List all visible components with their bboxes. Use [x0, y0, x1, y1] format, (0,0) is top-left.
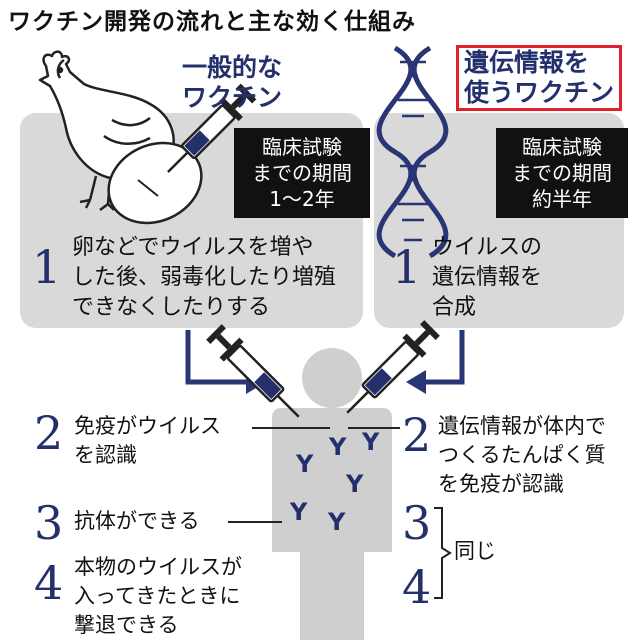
step4-text-left: 本物のウイルスが 入ってきたときに 撃退できる — [74, 555, 242, 637]
trial-period-conventional: 臨床試験 までの期間 1～2年 — [234, 128, 370, 218]
antibody-icon: Y — [328, 433, 347, 461]
flow-arrow-right — [418, 330, 465, 385]
syringe-left-icon — [206, 324, 300, 418]
step1-number-right: 1 — [392, 240, 422, 294]
syringe-egg-icon — [167, 83, 257, 173]
step3-text-left: 抗体ができる — [74, 509, 200, 533]
step1-text-left: 卵などでウイルスを増や した後、弱毒化したり増殖 できなくしたりする — [72, 235, 337, 320]
same-label: 同じ — [454, 539, 496, 563]
step2-number-left: 2 — [34, 406, 64, 460]
genetic-vaccine-title: 遺伝情報を 使うワクチン — [456, 45, 623, 111]
step2-text-right: 遺伝情報が体内で つくるたんぱく質 を免疫が認識 — [438, 414, 606, 496]
step3-number-right: 3 — [402, 496, 432, 550]
step2-text-left: 免疫がウイルス を認識 — [74, 414, 221, 467]
step1-number-left: 1 — [32, 240, 62, 294]
antibody-icon: Y — [327, 508, 346, 536]
antibody-icon: Y — [289, 498, 308, 526]
dna-icon — [376, 45, 449, 259]
trial-period-genetic: 臨床試験 までの期間 約半年 — [496, 128, 628, 218]
step4-number-right: 4 — [402, 560, 432, 614]
arrow-head-right — [406, 370, 426, 394]
step4-number-left: 4 — [34, 556, 64, 610]
step3-number-left: 3 — [34, 496, 64, 550]
same-bracket — [434, 507, 452, 599]
page-title: ワクチン開発の流れと主な効く仕組み — [8, 9, 416, 35]
syringe-right-icon — [346, 320, 440, 414]
antibody-icon: Y — [361, 428, 380, 456]
conventional-vaccine-title: 一般的な ワクチン — [182, 53, 283, 112]
step2-number-right: 2 — [402, 408, 432, 462]
person-body-icon — [272, 348, 392, 640]
step1-text-right: ウイルスの 遺伝情報を 合成 — [432, 235, 543, 320]
antibody-icon: Y — [295, 450, 314, 478]
flow-arrow-left — [185, 330, 252, 385]
antibody-icon: Y — [345, 470, 364, 498]
